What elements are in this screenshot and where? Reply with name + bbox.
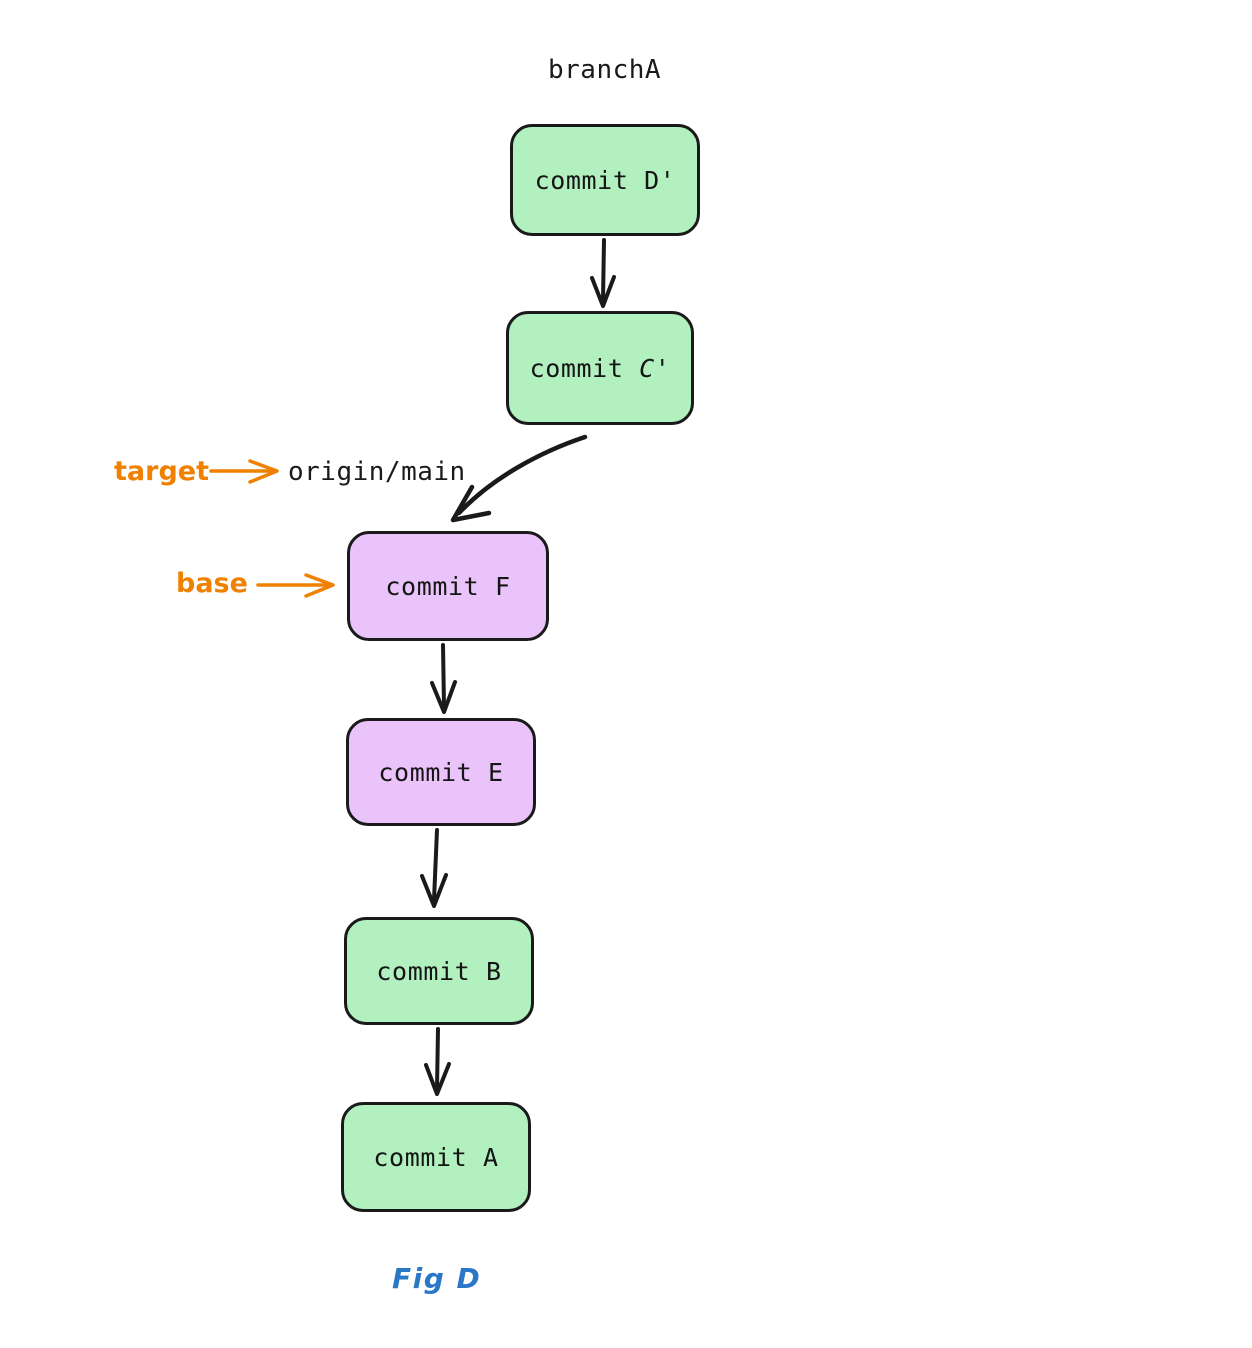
edge-c-prime-to-f — [450, 434, 588, 523]
commit-node-f-label: commit F — [385, 571, 511, 601]
commit-node-c-prime-label: commit C' — [529, 353, 671, 383]
commit-letter: C — [639, 353, 655, 383]
commit-node-d-prime[interactable]: commit D' — [510, 124, 700, 236]
edge-f-to-e — [430, 643, 457, 714]
commit-node-e[interactable]: commit E — [346, 718, 536, 826]
annotation-arrow-target — [209, 459, 279, 484]
edge-e-to-b — [420, 828, 448, 908]
annotation-label-target: target — [114, 456, 209, 487]
commit-node-e-label: commit E — [378, 757, 504, 787]
commit-node-a-label: commit A — [373, 1142, 499, 1172]
edge-d-prime-to-c-prime — [590, 238, 616, 308]
annotation-label-base: base — [176, 568, 248, 599]
commit-node-d-prime-label: commit D' — [534, 165, 676, 195]
edge-b-to-a — [424, 1027, 451, 1096]
branch-ref-label-origin-main: origin/main — [288, 457, 466, 487]
branch-title-label: branchA — [548, 55, 662, 85]
commit-node-b-label: commit B — [376, 956, 502, 986]
commit-node-c-prime[interactable]: commit C' — [506, 311, 694, 425]
figure-caption: Fig D — [392, 1262, 482, 1295]
commit-node-f[interactable]: commit F — [347, 531, 549, 641]
annotation-arrow-base — [256, 573, 335, 598]
commit-node-b[interactable]: commit B — [344, 917, 534, 1025]
commit-node-a[interactable]: commit A — [341, 1102, 531, 1212]
